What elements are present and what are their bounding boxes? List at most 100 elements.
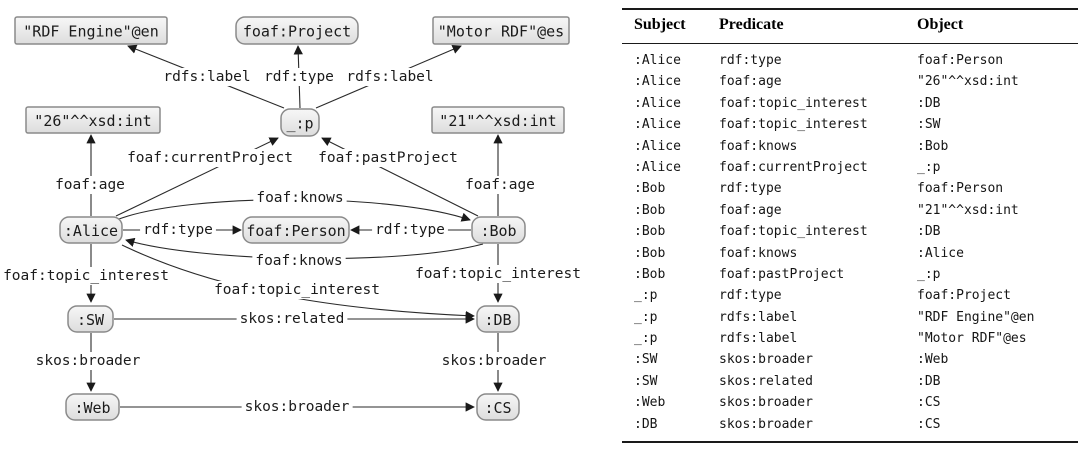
table-row: :Alice foaf:topic_interest :SW (634, 114, 1078, 135)
graph-node-motor (432, 16, 570, 45)
graph-node-label-age21: "21"^^xsd:int (439, 112, 556, 130)
edge-label-background (438, 352, 550, 370)
cell-object: "Motor RDF"@es (917, 331, 1027, 347)
graph-edge-label: rdf:type (143, 222, 213, 238)
table-row: :Alice rdf:type foaf:Person (634, 50, 1078, 71)
graph-node-label-sw: :SW (77, 311, 105, 329)
cell-object: :DB (917, 224, 941, 240)
graph-node-web (65, 393, 120, 421)
graph-edge-label: foaf:pastProject (318, 150, 458, 166)
table-header-row: Subject Predicate Object (634, 16, 1078, 34)
cell-object: :CS (917, 395, 941, 411)
cell-object: "26"^^xsd:int (917, 74, 1019, 90)
table-header-object: Object (917, 16, 964, 33)
cell-subject: :SW (634, 352, 658, 368)
graph-node-engine (14, 16, 168, 45)
edge-label-background (52, 176, 128, 194)
edge-label-background (372, 221, 448, 239)
cell-subject: :Alice (634, 138, 681, 154)
graph-edge-label: foaf:topic_interest (415, 266, 581, 282)
graph-node-p (280, 108, 320, 137)
graph-node-label-person: foaf:Person (246, 222, 345, 240)
cell-object: foaf:Person (917, 181, 1004, 197)
graph-node-label-motor: "Motor RDF"@es (438, 23, 564, 41)
cell-predicate: rdf:type (719, 288, 782, 304)
graph-edge-label: skos:broader (245, 399, 350, 415)
graph-node-age26 (25, 106, 161, 134)
cell-predicate: foaf:pastProject (719, 266, 845, 282)
graph-node-person (242, 216, 350, 244)
cell-object: foaf:Project (917, 288, 1011, 304)
cell-predicate: rdf:type (719, 53, 782, 68)
graph-node-label-age26: "26"^^xsd:int (34, 112, 151, 130)
cell-subject: :Alice (634, 95, 681, 111)
graph-edge-label: skos:related (240, 311, 345, 327)
edge-label-background (462, 176, 538, 194)
graph-edge-label: foaf:age (465, 177, 535, 193)
cell-subject: :Bob (634, 181, 666, 197)
cell-predicate: foaf:topic_interest (719, 224, 868, 240)
table-rule-bottom (622, 441, 1078, 444)
graph-node-label-bob: :Bob (480, 222, 516, 240)
cell-predicate: foaf:topic_interest (719, 95, 868, 111)
cell-predicate: rdfs:label (719, 331, 798, 347)
edge-label-background (315, 149, 461, 167)
cell-predicate: skos:broader (719, 416, 813, 432)
graph-edge-label: skos:broader (442, 353, 547, 369)
graph-node-db (476, 305, 520, 333)
cell-object: _:p (917, 266, 941, 282)
edge-label-background (160, 68, 254, 86)
cell-predicate: skos:related (719, 373, 813, 389)
cell-predicate: foaf:topic_interest (719, 117, 868, 133)
graph-edge-label: rdfs:label (346, 69, 433, 85)
graph-node-label-project: foaf:Project (243, 23, 351, 41)
cell-predicate: skos:broader (719, 395, 813, 411)
edge-label-background (211, 281, 383, 299)
graph-node-label-web: :Web (74, 399, 110, 417)
graph-node-label-p: _:p (286, 115, 313, 133)
cell-subject: :Alice (634, 117, 681, 133)
cell-subject: :DB (634, 416, 658, 432)
graph-edge-label: foaf:age (55, 177, 125, 193)
cell-object: :Bob (917, 138, 949, 154)
cell-subject: :Bob (634, 224, 666, 240)
edge-label-background (241, 398, 353, 416)
graph-node-project (235, 16, 359, 45)
cell-object: :DB (917, 95, 941, 111)
edge-label-background (236, 310, 348, 328)
graph-edge-label: rdf:type (375, 222, 445, 238)
cell-predicate: foaf:knows (719, 245, 798, 261)
edge-label-background (140, 221, 216, 239)
table-header-subject: Subject (634, 16, 686, 33)
edge-label-background (0, 267, 172, 285)
graph-edge-label: foaf:knows (256, 190, 343, 206)
graph-node-label-db: :DB (484, 311, 511, 329)
cell-predicate: foaf:knows (719, 138, 798, 154)
cell-subject: :Alice (634, 53, 681, 68)
graph-node-bob (471, 216, 526, 244)
cell-object: foaf:Person (917, 53, 1004, 68)
table-rule-top (622, 8, 1078, 10)
edge-label-background (32, 352, 144, 370)
cell-subject: _:p (634, 331, 658, 347)
table-row: :Bob foaf:topic_interest :DB (634, 221, 1078, 242)
graph-edge-label: foaf:topic_interest (214, 282, 380, 298)
cell-object: :Web (917, 352, 949, 368)
table-row: _:p rdfs:label "Motor RDF"@es (634, 328, 1078, 349)
cell-subject: :Alice (634, 74, 681, 90)
cell-object: :SW (917, 117, 941, 133)
cell-object: :DB (917, 373, 941, 389)
graph-node-age21 (431, 106, 565, 134)
